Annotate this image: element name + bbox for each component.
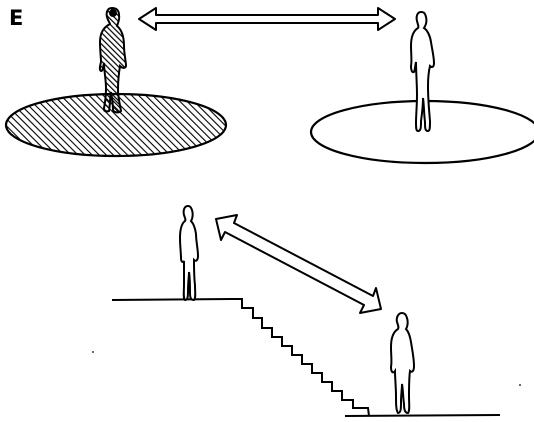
figure-on-upper-level [180,206,198,300]
upper-level-ground [112,299,232,300]
staircase [232,299,369,416]
scene-stair-level-change [112,206,500,416]
scene-platform-comparison [6,8,534,163]
scan-specks [92,351,521,386]
double-arrow [139,8,395,30]
figure-on-lower-level [391,313,414,413]
lower-level-ground [345,415,500,416]
figure-label: E [9,8,23,29]
